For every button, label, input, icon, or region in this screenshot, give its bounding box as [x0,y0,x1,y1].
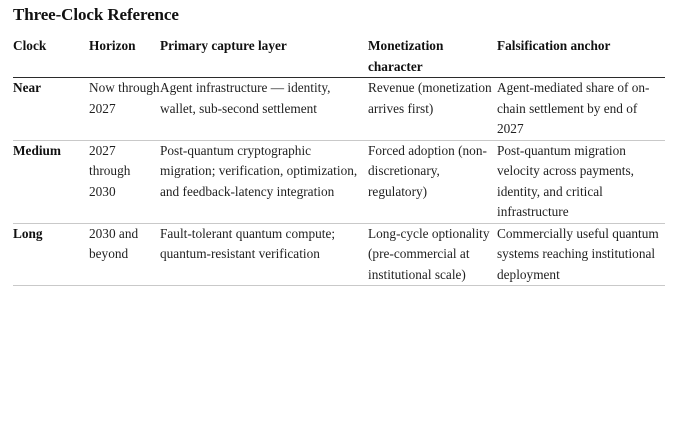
cell-clock: Long [13,225,43,241]
cell-falsification-anchor: Commercially useful quantum systems reac… [497,225,659,282]
table-row: Medium 2027 through 2030 Post-quantum cr… [13,140,665,223]
column-header-clock: Clock [13,38,47,53]
cell-horizon: 2027 through 2030 [89,142,131,199]
cell-primary-capture-layer: Agent infrastructure — identity, wallet,… [160,80,331,116]
cell-horizon: Now through 2027 [89,80,160,116]
cell-clock: Near [13,80,42,95]
cell-clock: Medium [13,142,62,158]
cell-falsification-anchor: Agent-mediated share of on-chain settlem… [497,80,650,136]
table-row: Long 2030 and beyond Fault-tolerant quan… [13,223,665,286]
cell-monetization-character: Revenue (monetization arrives first) [368,80,492,116]
column-header-falsification-anchor: Falsification anchor [497,38,611,53]
cell-monetization-character: Long-cycle optionality (pre-commercial a… [368,225,490,282]
column-header-primary-capture-layer: Primary capture layer [160,38,287,53]
cell-primary-capture-layer: Post-quantum cryptographic migration; ve… [160,142,358,199]
table-header-row: Clock Horizon Primary capture layer Mone… [13,36,665,78]
cell-horizon: 2030 and beyond [89,225,139,262]
cell-primary-capture-layer: Fault-tolerant quantum compute; quantum-… [160,225,336,262]
page-title: Three-Clock Reference [13,5,179,24]
column-header-horizon: Horizon [89,38,136,53]
cell-monetization-character: Forced adoption (non-discretionary, regu… [368,142,487,199]
column-header-monetization-character: Monetization character [368,38,444,74]
table-header: Clock Horizon Primary capture layer Mone… [13,36,665,78]
three-clock-reference-table: Clock Horizon Primary capture layer Mone… [13,36,665,286]
table-body: Near Now through 2027 Agent infrastructu… [13,78,665,286]
cell-falsification-anchor: Post-quantum migration velocity across p… [497,142,634,220]
table-row: Near Now through 2027 Agent infrastructu… [13,78,665,140]
